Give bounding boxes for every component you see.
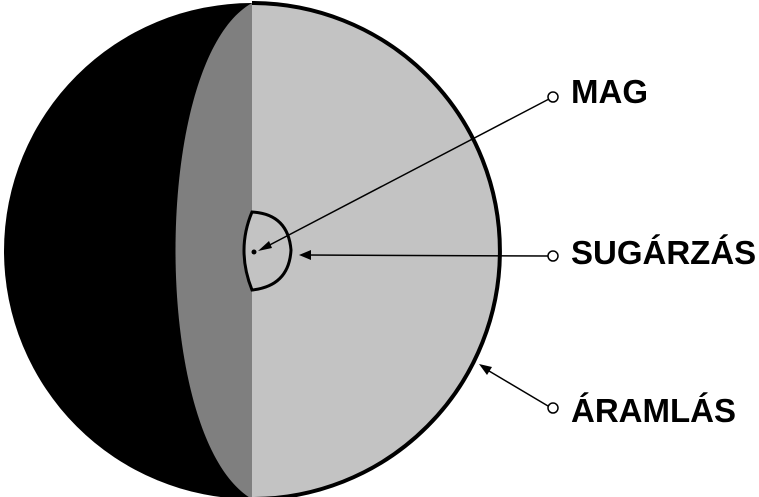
aramlas-arrow-head xyxy=(479,364,492,375)
label-radiation-zone: SUGÁRZÁS xyxy=(571,236,756,269)
label-convection-zone: ÁRAMLÁS xyxy=(571,394,736,427)
cut-face xyxy=(252,0,552,497)
aramlas-leader-line xyxy=(484,368,548,406)
sugarzas-leader-end xyxy=(548,251,558,261)
sugarzas-leader-line xyxy=(305,255,548,256)
label-core: MAG xyxy=(571,75,648,108)
aramlas-leader-end xyxy=(548,403,558,413)
core-dot xyxy=(252,250,257,255)
mag-leader-end xyxy=(548,92,558,102)
